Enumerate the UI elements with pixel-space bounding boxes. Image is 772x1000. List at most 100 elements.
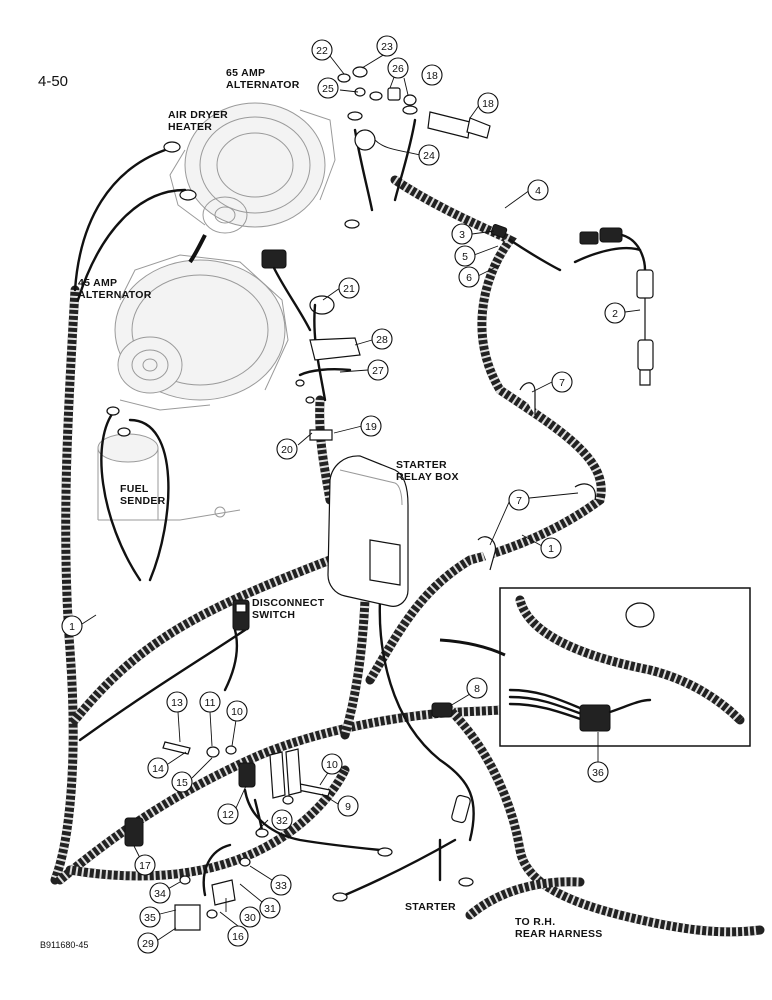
callout-18b: 18	[477, 92, 499, 114]
callout-33: 33	[270, 874, 292, 896]
callout-11: 11	[199, 691, 221, 713]
ring-terminals	[106, 105, 474, 919]
callout-28: 28	[371, 328, 393, 350]
callout-35: 35	[139, 906, 161, 928]
alternator-65-drawing	[169, 102, 336, 234]
callout-15: 15	[171, 771, 193, 793]
callout-1a: 1	[540, 537, 562, 559]
svg-text:36: 36	[592, 767, 604, 779]
callout-12: 12	[217, 803, 239, 825]
label-45-amp-alternator-line1: 45 AMP	[78, 277, 117, 289]
figure-code: B911680-45	[40, 940, 88, 950]
svg-text:12: 12	[222, 809, 234, 821]
svg-text:14: 14	[152, 763, 164, 775]
text-labels: 65 AMP ALTERNATOR AIR DRYER HEATER 45 AM…	[40, 67, 603, 950]
callout-25: 25	[317, 77, 339, 99]
svg-text:1: 1	[69, 621, 75, 633]
callout-7a: 7	[551, 371, 573, 393]
callout-30: 30	[239, 906, 261, 928]
callout-1b: 1	[61, 615, 83, 637]
svg-text:2: 2	[612, 308, 618, 320]
callout-10b: 10	[321, 753, 343, 775]
svg-text:31: 31	[264, 903, 276, 915]
inset-detail-box	[499, 587, 751, 747]
callout-31: 31	[259, 897, 281, 919]
callout-8: 8	[466, 677, 488, 699]
svg-text:26: 26	[392, 63, 404, 75]
main-harness	[50, 175, 765, 937]
svg-text:32: 32	[276, 815, 288, 827]
callout-4: 4	[527, 179, 549, 201]
alternator-65-hardware	[337, 66, 491, 151]
svg-text:24: 24	[423, 150, 435, 162]
callout-36: 36	[587, 761, 609, 783]
inset-pointer-arrow	[439, 638, 506, 657]
callout-20: 20	[276, 438, 298, 460]
svg-text:30: 30	[244, 912, 256, 924]
callout-5: 5	[454, 245, 476, 267]
callout-leaders	[81, 53, 641, 941]
alternator-45-drawing	[114, 254, 289, 411]
svg-text:11: 11	[205, 697, 216, 709]
page-number: 4-50	[38, 73, 68, 90]
svg-text:19: 19	[365, 421, 377, 433]
svg-text:6: 6	[466, 272, 472, 284]
svg-text:5: 5	[462, 251, 468, 263]
fasteners-lower-left	[162, 741, 331, 931]
callout-13: 13	[166, 691, 188, 713]
svg-text:7: 7	[559, 377, 565, 389]
svg-text:10: 10	[326, 759, 338, 771]
svg-text:18: 18	[426, 70, 438, 82]
harness-clamps	[124, 223, 597, 847]
label-disconnect-line2: SWITCH	[252, 609, 295, 621]
label-rear-harness-line2: REAR HARNESS	[515, 928, 603, 940]
svg-text:1: 1	[548, 543, 554, 555]
label-starter: STARTER	[405, 901, 456, 913]
callout-27: 27	[367, 359, 389, 381]
svg-text:17: 17	[139, 860, 151, 872]
callout-17: 17	[134, 854, 156, 876]
disconnect-switch	[232, 599, 250, 631]
alternator-45-connectors	[261, 249, 361, 441]
svg-text:3: 3	[459, 229, 465, 241]
callout-22: 22	[311, 39, 333, 61]
svg-text:23: 23	[381, 41, 393, 53]
label-air-dryer-line1: AIR DRYER	[168, 109, 228, 121]
svg-text:25: 25	[322, 83, 334, 95]
callout-16: 16	[227, 925, 249, 947]
label-starter-relay-line2: RELAY BOX	[396, 471, 459, 483]
callout-23: 23	[376, 35, 398, 57]
callout-2: 2	[604, 302, 626, 324]
callout-3: 3	[451, 223, 473, 245]
callout-9: 9	[337, 795, 359, 817]
svg-text:29: 29	[142, 938, 154, 950]
callout-7b: 7	[508, 489, 530, 511]
callout-34: 34	[149, 882, 171, 904]
svg-text:7: 7	[516, 495, 522, 507]
svg-text:35: 35	[144, 912, 156, 924]
wires	[73, 118, 642, 897]
svg-text:8: 8	[474, 683, 480, 695]
label-fuel-sender-line1: FUEL	[120, 483, 149, 495]
svg-text:28: 28	[376, 334, 388, 346]
svg-text:34: 34	[154, 888, 166, 900]
callout-14: 14	[147, 757, 169, 779]
svg-text:9: 9	[345, 801, 351, 813]
callout-19: 19	[360, 415, 382, 437]
label-starter-relay-line1: STARTER	[396, 459, 447, 471]
svg-text:33: 33	[275, 880, 287, 892]
label-45-amp-alternator-line2: ALTERNATOR	[78, 289, 152, 301]
label-65-amp-alternator-line1: 65 AMP	[226, 67, 265, 79]
callout-26: 26	[387, 57, 409, 79]
svg-text:10: 10	[231, 706, 243, 718]
callout-32: 32	[271, 809, 293, 831]
label-rear-harness-line1: TO R.H.	[515, 916, 555, 928]
label-air-dryer-line2: HEATER	[168, 121, 212, 133]
label-fuel-sender-line2: SENDER	[120, 495, 166, 507]
callout-6: 6	[458, 266, 480, 288]
alternator-pointer-arrow	[188, 234, 207, 264]
svg-text:27: 27	[372, 365, 384, 377]
callout-10a: 10	[226, 700, 248, 722]
label-65-amp-alternator-line2: ALTERNATOR	[226, 79, 300, 91]
